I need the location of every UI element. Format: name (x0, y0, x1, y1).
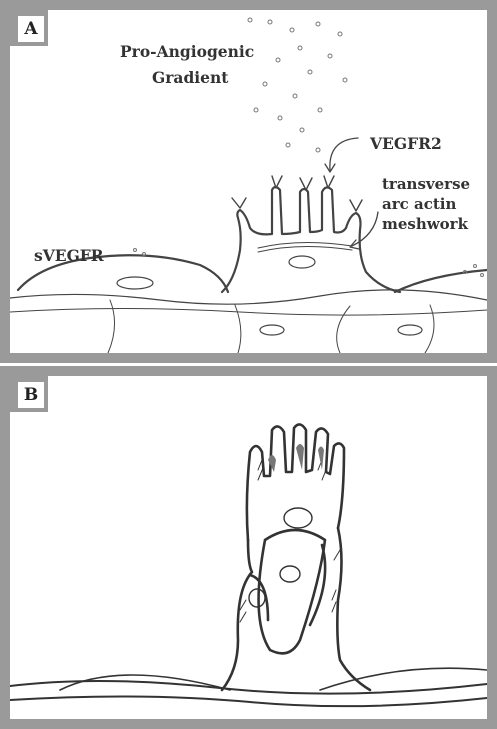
panel-a-tag: A (10, 10, 48, 46)
panel-a: A Pro-Angiogenic Gradient VEGFR2 transve… (0, 0, 497, 363)
gradient-label-line1: Pro-Angiogenic (120, 42, 254, 62)
actin-label-line2: arc actin (382, 194, 456, 214)
gradient-label-line2: Gradient (152, 68, 228, 88)
vegfr2-label: VEGFR2 (370, 134, 442, 154)
panel-b: B (0, 366, 497, 729)
actin-label-line1: transverse (382, 174, 470, 194)
actin-label-line3: meshwork (382, 214, 468, 234)
panel-b-illustration (10, 376, 487, 719)
panel-b-tag: B (10, 376, 48, 412)
svegfr-label: sVEGFR (34, 246, 104, 266)
